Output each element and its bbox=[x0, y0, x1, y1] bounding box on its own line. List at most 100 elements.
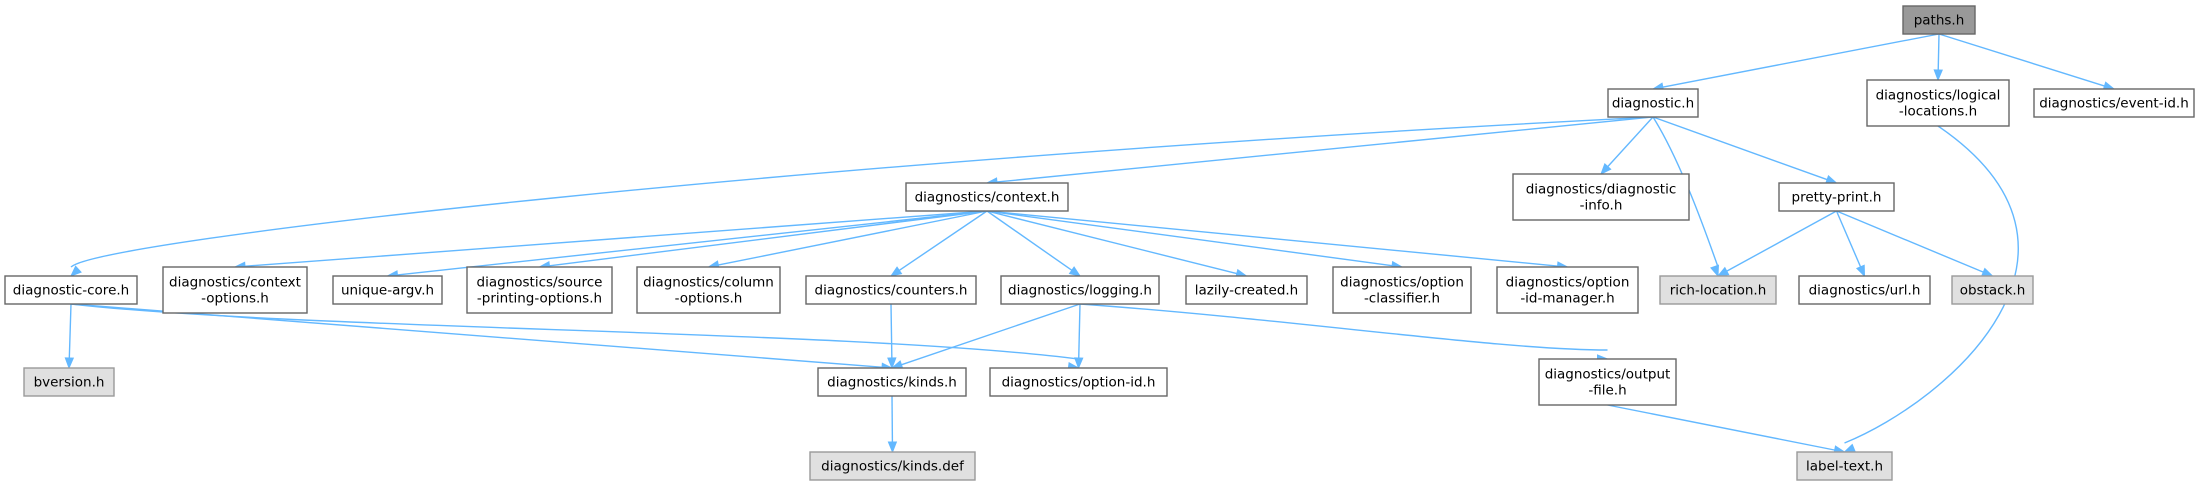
node-label: diagnostics/counters.h bbox=[815, 283, 968, 299]
node-logging[interactable]: diagnostics/logging.h bbox=[1000, 275, 1160, 305]
node-diagnostic-info[interactable]: diagnostics/diagnostic-info.h bbox=[1512, 173, 1690, 221]
edge-logical_locations-to-label_text bbox=[1843, 125, 2019, 453]
arrowhead bbox=[1716, 266, 1730, 277]
node-rich-location: rich-location.h bbox=[1659, 275, 1777, 305]
edge-logging-to-option_id bbox=[1074, 303, 1084, 370]
edge-context-to-source_printing bbox=[538, 210, 988, 271]
node-label: -printing-options.h bbox=[477, 291, 602, 307]
node-box bbox=[1798, 275, 1931, 305]
node-option-id[interactable]: diagnostics/option-id.h bbox=[989, 367, 1168, 397]
node-kinds[interactable]: diagnostics/kinds.h bbox=[817, 367, 967, 397]
nodes-layer: paths.h diagnostic.h diagnostics/logical-l… bbox=[4, 5, 2195, 481]
node-label: diagnostics/url.h bbox=[1809, 283, 1921, 299]
node-label: diagnostics/event-id.h bbox=[2039, 96, 2189, 112]
node-box bbox=[4, 275, 138, 305]
edge-paths-to-logical_locations bbox=[1933, 33, 1943, 82]
node-box bbox=[989, 367, 1168, 397]
node-kinds-def: diagnostics/kinds.def bbox=[809, 451, 976, 481]
node-box bbox=[905, 182, 1069, 212]
node-label: -id-manager.h bbox=[1520, 291, 1614, 307]
node-label: bversion.h bbox=[34, 375, 105, 391]
node-label: diagnostics/context bbox=[169, 275, 301, 291]
arrowhead bbox=[1600, 163, 1612, 175]
node-label: -info.h bbox=[1580, 198, 1623, 214]
node-box bbox=[1496, 266, 1639, 314]
node-box bbox=[1000, 275, 1160, 305]
node-box bbox=[1659, 275, 1777, 305]
node-counters[interactable]: diagnostics/counters.h bbox=[805, 275, 977, 305]
node-label: -options.h bbox=[675, 291, 743, 307]
node-label: diagnostics/output bbox=[1545, 367, 1671, 383]
node-obstack: obstack.h bbox=[1951, 275, 2034, 305]
node-box bbox=[805, 275, 977, 305]
node-option-classifier[interactable]: diagnostics/option-classifier.h bbox=[1332, 266, 1472, 314]
node-event-id[interactable]: diagnostics/event-id.h bbox=[2033, 88, 2195, 118]
node-box bbox=[1607, 88, 1699, 118]
arrowhead bbox=[1710, 264, 1719, 278]
node-diagnostic[interactable]: diagnostic.h bbox=[1607, 88, 1699, 118]
node-box bbox=[466, 266, 613, 314]
edge-output_file-to-label_text bbox=[1607, 404, 1846, 455]
arrowhead bbox=[887, 441, 898, 454]
node-box bbox=[1778, 182, 1895, 212]
node-label: -classifier.h bbox=[1364, 291, 1440, 307]
node-box bbox=[1866, 79, 2010, 127]
arrowhead bbox=[1825, 174, 1838, 184]
node-bversion: bversion.h bbox=[23, 367, 115, 397]
node-paths[interactable]: paths.h bbox=[1902, 5, 1976, 35]
node-logical-locations[interactable]: diagnostics/logical-locations.h bbox=[1866, 79, 2010, 127]
node-box bbox=[1538, 358, 1677, 406]
edge-kinds-to-kinds_def bbox=[887, 395, 898, 454]
node-label: -locations.h bbox=[1899, 104, 1977, 120]
arrowhead bbox=[889, 266, 903, 277]
node-label: unique-argv.h bbox=[341, 283, 434, 299]
node-context[interactable]: diagnostics/context.h bbox=[905, 182, 1069, 212]
node-pretty-print[interactable]: pretty-print.h bbox=[1778, 182, 1895, 212]
node-label: diagnostics/column bbox=[643, 275, 774, 291]
edge-context-to-counters bbox=[889, 210, 988, 277]
node-label: diagnostics/kinds.def bbox=[821, 459, 965, 475]
node-source-printing[interactable]: diagnostics/source-printing-options.h bbox=[466, 266, 613, 314]
arrowhead bbox=[1068, 266, 1082, 277]
node-lazily-created[interactable]: lazily-created.h bbox=[1185, 275, 1308, 305]
edge-diagnostic-to-rich_location bbox=[1652, 116, 1719, 278]
arrowhead bbox=[887, 357, 897, 370]
node-option-id-manager[interactable]: diagnostics/option-id-manager.h bbox=[1496, 266, 1639, 314]
node-label: pretty-print.h bbox=[1792, 190, 1882, 206]
node-output-file[interactable]: diagnostics/output-file.h bbox=[1538, 358, 1677, 406]
node-label: diagnostics/option bbox=[1340, 275, 1464, 291]
edge-diagnostic_core-to-bversion bbox=[64, 303, 75, 370]
edge-counters-to-kinds bbox=[887, 303, 897, 370]
node-label: label-text.h bbox=[1806, 459, 1883, 475]
node-label: obstack.h bbox=[1960, 283, 2026, 299]
node-label: -file.h bbox=[1588, 383, 1626, 399]
node-box bbox=[1902, 5, 1976, 35]
node-label: diagnostic-core.h bbox=[13, 283, 129, 299]
node-diagnostic-core[interactable]: diagnostic-core.h bbox=[4, 275, 138, 305]
edge-context-to-logging bbox=[986, 210, 1082, 277]
node-label: diagnostics/kinds.h bbox=[827, 375, 957, 391]
arrowhead bbox=[70, 265, 82, 277]
node-unique-argv[interactable]: unique-argv.h bbox=[332, 275, 443, 305]
node-column-options[interactable]: diagnostics/column-options.h bbox=[636, 266, 781, 314]
arrowhead bbox=[1074, 357, 1084, 370]
edge-diagnostic-to-diagnostic_core bbox=[70, 116, 1654, 277]
node-label: diagnostics/source bbox=[477, 275, 603, 291]
edge-pretty_print-to-url bbox=[1835, 210, 1866, 278]
edge-logging-to-kinds bbox=[890, 303, 1081, 370]
edge-context-to-option_id_manager bbox=[986, 210, 1569, 271]
node-label: diagnostics/context.h bbox=[915, 190, 1060, 206]
node-box bbox=[2033, 88, 2195, 118]
node-label: -options.h bbox=[201, 291, 269, 307]
node-box bbox=[332, 275, 443, 305]
node-label: diagnostics/option-id.h bbox=[1002, 375, 1156, 391]
node-label: diagnostic.h bbox=[1612, 96, 1694, 112]
node-box bbox=[1512, 173, 1690, 221]
node-label-text: label-text.h bbox=[1796, 451, 1893, 481]
arrowhead bbox=[1933, 69, 1943, 82]
node-url[interactable]: diagnostics/url.h bbox=[1798, 275, 1931, 305]
node-label: diagnostics/logical bbox=[1876, 88, 2001, 104]
edge-context-to-lazily_created bbox=[986, 210, 1248, 279]
node-context-options[interactable]: diagnostics/context-options.h bbox=[162, 266, 308, 314]
